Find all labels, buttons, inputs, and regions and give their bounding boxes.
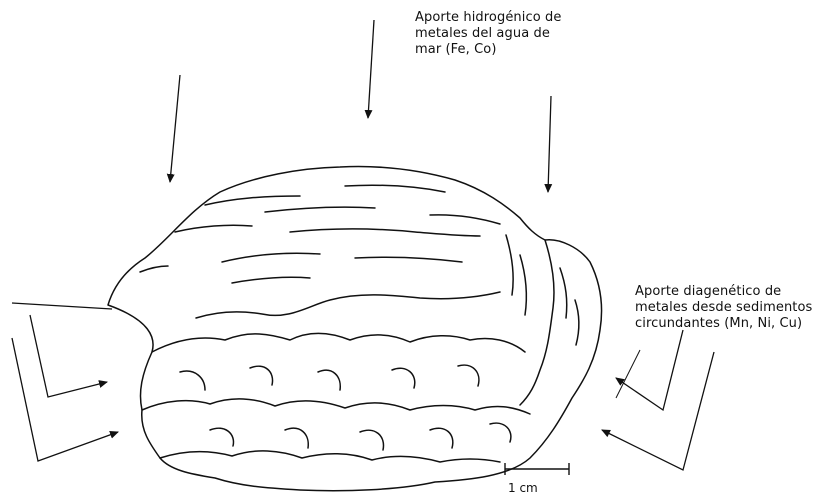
left-chevron-upper	[30, 315, 107, 397]
down-arrow-left	[170, 75, 180, 182]
down-arrow-right	[548, 96, 551, 192]
diagenetic-label-line-3: circundantes (Mn, Ni, Cu)	[635, 316, 839, 332]
hydrogenetic-label-line-1: Aporte hidrogénico de	[415, 10, 615, 26]
scale-label: 1 cm	[508, 481, 538, 495]
nodule-outline	[108, 167, 602, 491]
down-arrow-center	[368, 20, 374, 118]
hydrogenetic-label: Aporte hidrogénico de metales del agua d…	[415, 10, 615, 58]
hydrogenetic-label-line-3: mar (Fe, Co)	[415, 42, 615, 58]
diagenetic-arrows-right	[602, 330, 714, 470]
right-chevron-upper	[616, 330, 683, 410]
manganese-nodule	[108, 167, 602, 491]
left-chevron-lower	[12, 338, 118, 461]
right-chevron-lower	[602, 352, 714, 470]
label-pointer-line	[616, 350, 640, 398]
diagenetic-label: Aporte diagenético de metales desde sedi…	[635, 284, 839, 332]
hydrogenetic-label-line-2: metales del agua de	[415, 26, 615, 42]
diagenetic-label-line-1: Aporte diagenético de	[635, 284, 839, 300]
diagenetic-label-line-2: metales desde sedimentos	[635, 300, 839, 316]
diagenetic-arrows-left	[12, 315, 118, 461]
left-horizontal-line	[12, 303, 112, 309]
